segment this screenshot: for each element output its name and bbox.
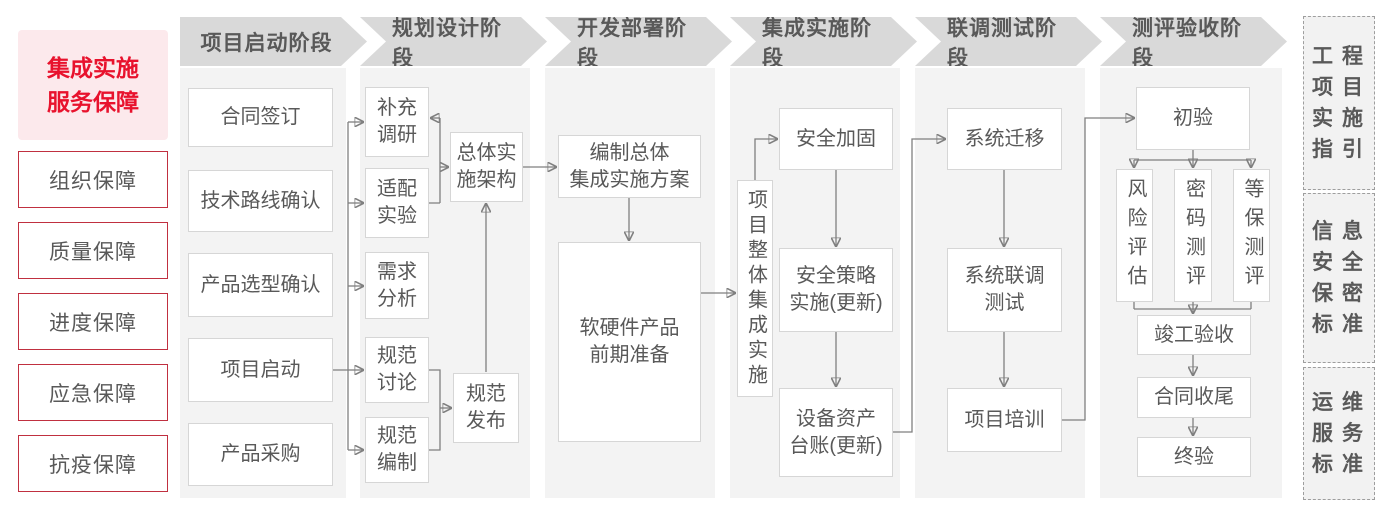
node-completion-acceptance: 竣工验收 — [1137, 315, 1251, 355]
node-adaptation-test: 适配 实验 — [365, 168, 429, 238]
node-classified-protection-eval: 等保测评 — [1233, 169, 1270, 302]
standards-box-infosec: 信息 安全 保密 标准 — [1303, 193, 1375, 363]
node-product-selection-confirm: 产品选型确认 — [188, 253, 333, 317]
sidebar-item-schedule: 进度保障 — [18, 293, 168, 350]
sidebar-item-organization: 组织保障 — [18, 151, 168, 208]
node-initial-acceptance: 初验 — [1136, 87, 1250, 150]
node-project-training: 项目培训 — [947, 388, 1062, 452]
node-security-hardening: 安全加固 — [779, 108, 893, 170]
node-security-policy-impl: 安全策略 实施(更新) — [779, 248, 893, 332]
node-spec-discussion: 规范 讨论 — [365, 337, 429, 403]
node-spec-release: 规范 发布 — [453, 373, 519, 443]
phase-header-acceptance: 测评验收阶段 — [1100, 17, 1287, 66]
node-hw-sw-preparation: 软硬件产品 前期准备 — [558, 242, 701, 442]
node-overall-integration-plan: 编制总体 集成实施方案 — [558, 135, 701, 198]
node-requirement-analysis: 需求 分析 — [365, 252, 429, 319]
phase-header-integration: 集成实施阶段 — [730, 17, 917, 66]
sidebar-item-pandemic: 抗疫保障 — [18, 435, 168, 492]
node-overall-project-integration: 项目整体集成实施 — [737, 180, 773, 397]
node-supplementary-research: 补充 调研 — [365, 87, 429, 157]
node-contract-signing: 合同签订 — [188, 88, 333, 147]
node-tech-route-confirm: 技术路线确认 — [188, 170, 333, 232]
sidebar-item-quality: 质量保障 — [18, 222, 168, 279]
node-project-kickoff: 项目启动 — [188, 338, 333, 402]
standards-box-project-guide: 工程 项目 实施 指引 — [1303, 16, 1375, 190]
node-spec-drafting: 规范 编制 — [365, 417, 429, 483]
node-final-acceptance: 终验 — [1137, 437, 1251, 477]
node-product-procurement: 产品采购 — [188, 423, 333, 486]
node-asset-ledger-update: 设备资产 台账(更新) — [779, 388, 893, 477]
standards-box-ops: 运维 服务 标准 — [1303, 367, 1375, 500]
phase-header-testing: 联调测试阶段 — [915, 17, 1102, 66]
node-risk-assessment: 风险评估 — [1116, 169, 1153, 302]
sidebar-title: 集成实施 服务保障 — [18, 30, 168, 140]
node-overall-impl-architecture: 总体实 施架构 — [450, 132, 523, 202]
node-system-migration: 系统迁移 — [947, 108, 1062, 170]
sidebar-item-emergency: 应急保障 — [18, 364, 168, 421]
node-contract-closure: 合同收尾 — [1137, 377, 1251, 418]
phase-header-startup: 项目启动阶段 — [180, 17, 367, 66]
phase-header-planning: 规划设计阶段 — [360, 17, 547, 66]
phase-header-development: 开发部署阶段 — [545, 17, 732, 66]
node-joint-debugging-test: 系统联调 测试 — [947, 248, 1062, 332]
node-crypto-evaluation: 密码测评 — [1174, 169, 1212, 302]
